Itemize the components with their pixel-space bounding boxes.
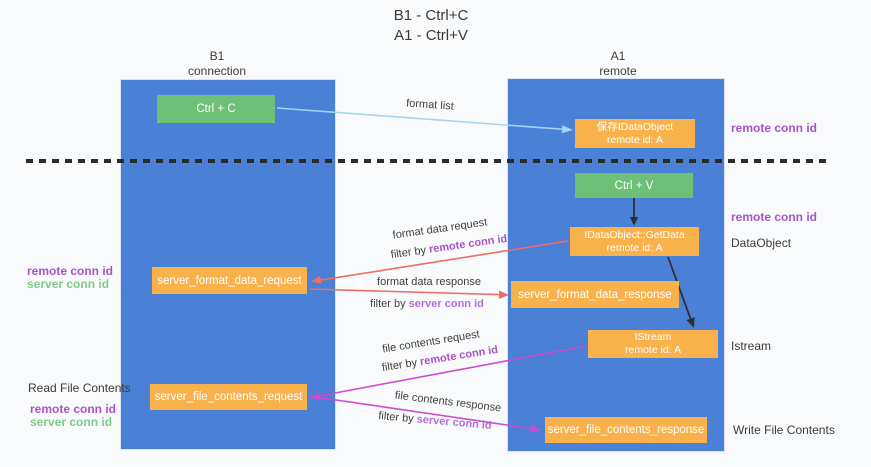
node-save-idataobject: 保存IDataObject remote id: A <box>575 119 695 148</box>
node-server-file-contents-request-label: server_file_contents_request <box>154 391 303 403</box>
label-filter-by-server-conn-id-1: filter by server conn id <box>352 298 502 310</box>
annotation-left-server-conn-id-1: server conn id <box>27 277 110 291</box>
filter-by-text: filter by <box>381 356 422 375</box>
annotation-left-server-conn-id-2: server conn id <box>30 415 113 429</box>
diagram-title: B1 - Ctrl+C A1 - Ctrl+V <box>331 6 531 46</box>
node-ctrl-v-label: Ctrl + V <box>614 179 654 192</box>
node-istream-line1: IStream <box>634 331 672 343</box>
label-format-list: format list <box>385 96 476 114</box>
lane-a1-subtitle: remote <box>599 64 637 78</box>
node-server-format-data-request-label: server_format_data_request <box>157 274 302 287</box>
node-server-format-data-response-label: server_format_data_response <box>518 288 672 301</box>
lane-a1-name: A1 <box>610 49 626 63</box>
annotation-remote-conn-id-mid: remote conn id <box>731 210 818 224</box>
lane-header-b1-connection: B1 connection <box>157 49 277 79</box>
node-server-file-contents-response-label: server_file_contents_response <box>547 424 705 436</box>
format-data-response-arrow-line <box>308 288 500 296</box>
node-idataobject-getdata-line2: remote id: A <box>606 241 663 254</box>
title-line-2: A1 - Ctrl+V <box>394 27 468 44</box>
node-save-idataobject-line1: 保存IDataObject <box>596 120 674 133</box>
lane-b1-subtitle: connection <box>187 64 247 78</box>
node-server-file-contents-request: server_file_contents_request <box>150 384 307 410</box>
node-idataobject-getdata-line1: IDataObject::GetData <box>584 228 685 241</box>
label-format-data-response-text: format data response <box>377 276 481 288</box>
filter-by-text: filter by <box>370 298 409 310</box>
remote-conn-id-text: remote conn id <box>428 232 508 256</box>
annotation-left-remote-conn-id-1: remote conn id <box>27 264 114 278</box>
filter-by-text: filter by <box>390 243 430 262</box>
annotation-write-file-contents: Write File Contents <box>733 423 835 437</box>
node-idataobject-getdata: IDataObject::GetData remote id: A <box>570 227 699 256</box>
node-istream: IStream remote id: A <box>588 330 718 358</box>
lane-header-a1-remote: A1 remote <box>558 49 678 79</box>
node-server-file-contents-response: server_file_contents_response <box>545 417 707 443</box>
node-server-format-data-request: server_format_data_request <box>152 267 307 294</box>
node-ctrl-c-label: Ctrl + C <box>196 103 236 115</box>
node-server-format-data-response: server_format_data_response <box>511 281 679 308</box>
server-conn-id-text: server conn id <box>416 413 493 432</box>
node-save-idataobject-line2: remote id: A <box>606 133 664 146</box>
annotation-istream: Istream <box>731 339 772 353</box>
label-format-list-text: format list <box>405 97 455 113</box>
label-file-contents-response-text: file contents response <box>394 389 502 415</box>
label-format-data-response: format data response <box>369 276 489 288</box>
annotation-dataobject: DataObject <box>731 236 792 250</box>
machine-boundary-divider <box>26 159 830 163</box>
lane-b1-name: B1 <box>209 49 225 63</box>
filter-by-text: filter by <box>377 410 418 426</box>
node-ctrl-c: Ctrl + C <box>157 95 275 123</box>
node-ctrl-v: Ctrl + V <box>575 173 693 198</box>
annotation-left-remote-conn-id-2: remote conn id <box>30 402 117 416</box>
annotation-remote-conn-id-top: remote conn id <box>731 121 818 135</box>
title-line-1: B1 - Ctrl+C <box>393 7 469 24</box>
server-conn-id-text: server conn id <box>408 298 484 310</box>
annotation-read-file-contents: Read File Contents <box>28 381 131 395</box>
node-istream-line2: remote id: A <box>624 344 682 356</box>
